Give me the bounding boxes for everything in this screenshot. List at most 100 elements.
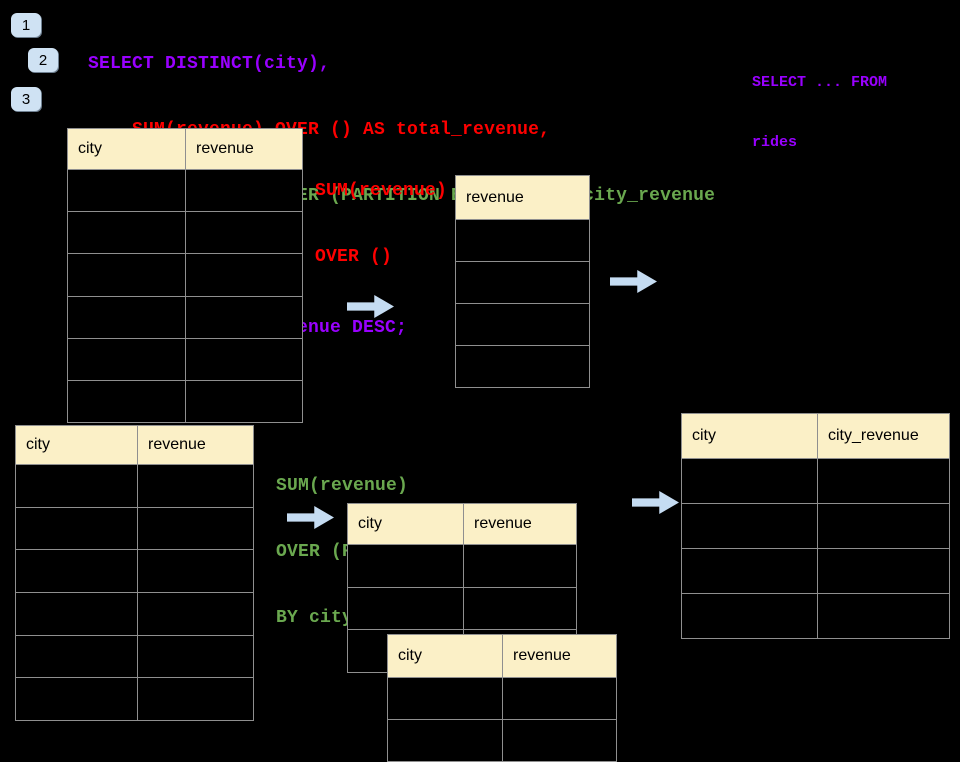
side-code-line: rides	[752, 134, 798, 151]
table-cell	[186, 381, 302, 422]
table-cell	[682, 459, 818, 503]
table-cell	[68, 212, 186, 254]
table-row	[16, 465, 253, 508]
slide-canvas: 1 2 3 SELECT DISTINCT(city), SUM(revenue…	[11, 13, 950, 762]
column-header: city	[348, 504, 464, 544]
table-cell	[16, 507, 138, 550]
table-row	[16, 507, 253, 551]
side-code-line: SELECT ... FROM	[752, 74, 888, 91]
table-cell	[456, 262, 589, 303]
step-1-badge: 1	[11, 13, 41, 37]
table-rides-source-top: city revenue	[67, 128, 303, 424]
table-cell	[138, 550, 253, 592]
table-row	[16, 593, 253, 636]
step-2-label: 2	[38, 51, 48, 69]
table-header-row: city city_revenue	[682, 414, 949, 459]
table-cell	[456, 346, 589, 387]
step-2-badge: 2	[28, 48, 58, 72]
table-cell	[388, 720, 503, 761]
step-3-badge: 3	[11, 87, 41, 111]
table-row	[68, 254, 302, 297]
column-header: city_revenue	[828, 427, 919, 444]
table-cell	[186, 339, 302, 380]
table-row	[16, 550, 253, 594]
table-cell	[503, 678, 616, 719]
table-cell	[16, 465, 138, 507]
table-cell	[388, 678, 503, 719]
table-cell	[186, 254, 302, 295]
table-cell	[68, 338, 186, 380]
table-cell	[16, 635, 138, 678]
table-cell	[68, 380, 186, 423]
table-cell	[818, 504, 949, 548]
table-row	[456, 346, 589, 387]
table-cell	[682, 549, 818, 593]
annotation-line: OVER ()	[315, 247, 393, 267]
table-cell	[68, 296, 186, 338]
table-cell	[186, 170, 302, 211]
table-row	[68, 296, 302, 339]
table-row	[16, 678, 253, 721]
table-cell	[503, 720, 616, 761]
table-cell	[464, 545, 576, 587]
arrow-right-icon	[632, 491, 679, 514]
table-cell	[16, 678, 138, 721]
column-header: city	[388, 635, 503, 677]
table-row	[456, 220, 589, 262]
table-cell	[186, 212, 302, 253]
table-cell	[68, 170, 186, 212]
table-row	[16, 635, 253, 679]
column-header: city	[16, 426, 138, 464]
table-cell	[138, 593, 253, 635]
table-header-row: revenue	[456, 176, 589, 220]
table-total-revenue-result: revenue	[455, 175, 590, 388]
table-cell	[16, 550, 138, 593]
sql-code-line: SELECT DISTINCT(city),	[88, 54, 331, 74]
table-cell	[348, 545, 464, 587]
table-cell	[456, 304, 589, 345]
annotation-total-revenue: SUM(revenue) OVER ()	[315, 136, 447, 312]
table-cell	[818, 459, 949, 503]
table-cell	[456, 220, 589, 261]
table-cell	[682, 504, 818, 548]
table-cell	[68, 254, 186, 296]
table-row	[682, 549, 949, 594]
table-row	[68, 380, 302, 423]
table-cell	[16, 593, 138, 635]
table-row	[682, 504, 949, 549]
table-header-row: city revenue	[348, 504, 576, 545]
table-row	[68, 338, 302, 381]
table-cell	[818, 549, 949, 593]
table-cell	[138, 508, 253, 550]
table-row	[68, 212, 302, 255]
table-cell	[818, 594, 949, 638]
table-cell	[138, 678, 253, 720]
column-header: revenue	[474, 515, 532, 532]
table-cell	[348, 587, 464, 630]
step-3-label: 3	[21, 90, 31, 108]
table-city-revenue-result: city city_revenue	[681, 413, 950, 639]
table-row	[348, 587, 576, 631]
annotation-line: SUM(revenue)	[315, 181, 448, 201]
column-header: city	[68, 129, 186, 169]
table-row	[682, 594, 949, 638]
table-row	[456, 304, 589, 346]
table-row	[388, 678, 616, 720]
table-cell	[682, 594, 818, 638]
table-row	[682, 459, 949, 504]
column-header: revenue	[196, 140, 254, 157]
column-header: city	[682, 414, 818, 458]
column-header: revenue	[466, 188, 524, 206]
table-cell	[186, 297, 302, 338]
table-row	[388, 720, 616, 761]
step-1-label: 1	[21, 16, 31, 34]
table-cell	[138, 465, 253, 507]
table-cell	[464, 588, 576, 630]
table-row	[68, 170, 302, 213]
table-cell	[138, 636, 253, 678]
table-row	[348, 545, 576, 588]
